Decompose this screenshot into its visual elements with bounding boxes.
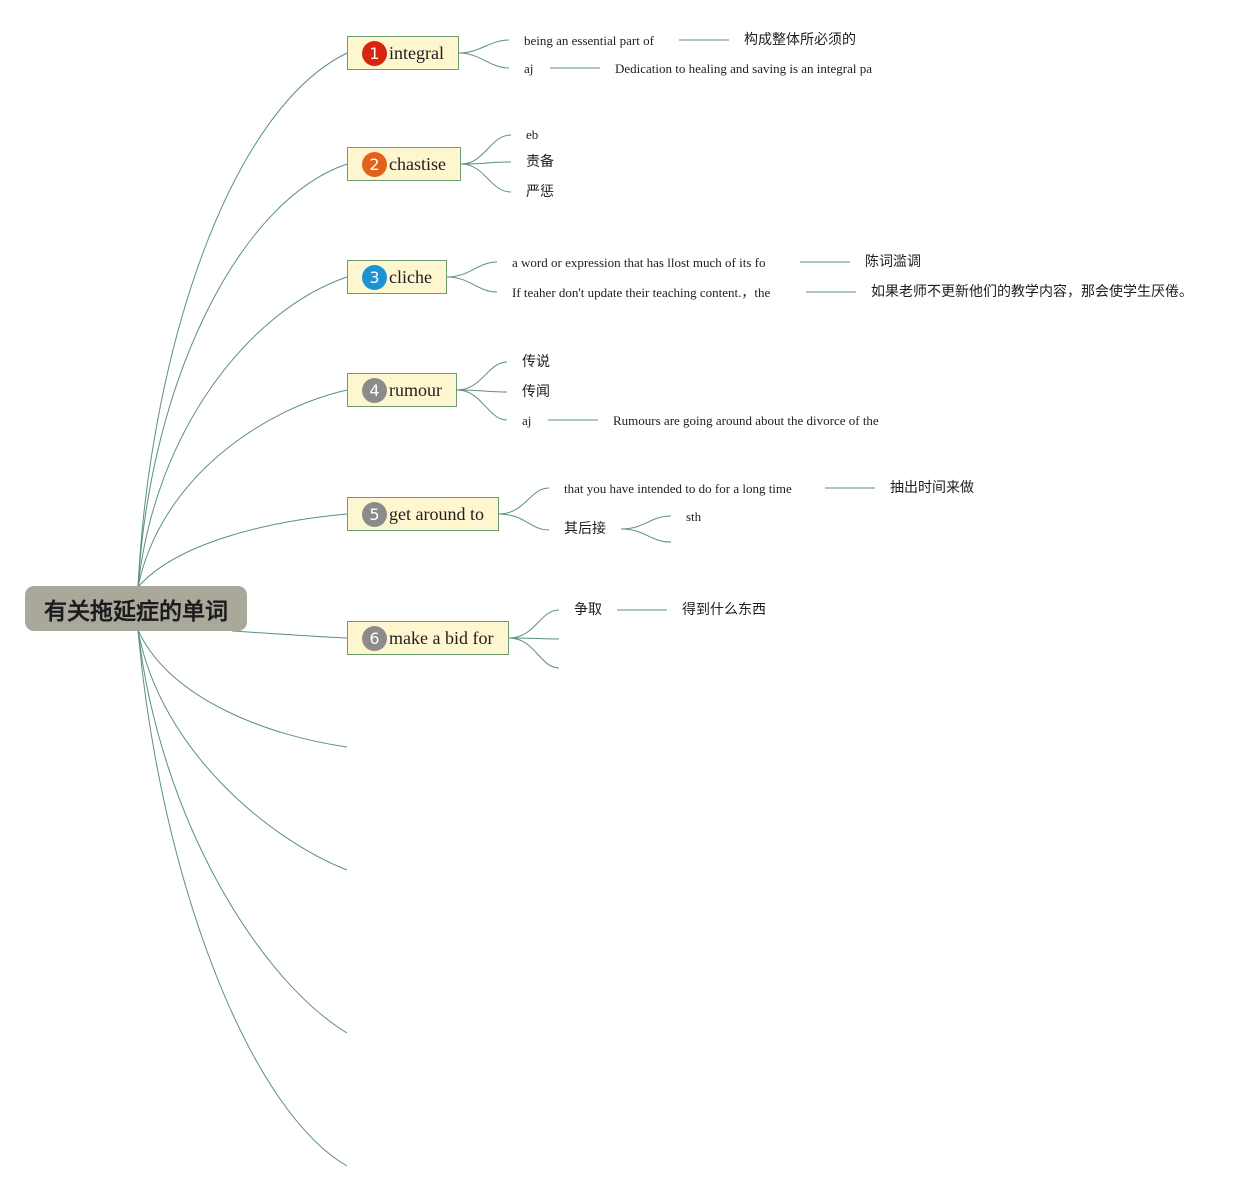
connector-t3-a [446, 261, 498, 278]
connector-t4-c [456, 389, 508, 421]
connector-t6-c [508, 637, 560, 669]
connector-root-topic-6 [231, 630, 348, 639]
topic-label: rumour [389, 379, 442, 400]
topic-integral[interactable]: 1 integral [347, 36, 459, 70]
connector-root-topic-5 [137, 513, 348, 588]
detail-translation[interactable]: 严惩 [526, 184, 554, 200]
connector-t2-c [460, 163, 512, 193]
detail-part-of-speech[interactable]: aj [524, 61, 534, 76]
topic-chastise[interactable]: 2 chastise [347, 147, 461, 181]
connector-t2-a [460, 134, 512, 165]
connector-t6-b [508, 637, 560, 640]
detail-example[interactable]: Rumours are going around about the divor… [613, 413, 879, 428]
connector-t5-a [498, 487, 550, 515]
detail-part-of-speech[interactable]: eb [526, 127, 539, 142]
connector-root-topic-1 [137, 52, 348, 588]
connector-t4-a [456, 361, 508, 391]
connector-root-empty-3 [137, 629, 348, 1034]
detail-translation[interactable]: 争取 [574, 602, 602, 618]
detail-object[interactable]: sth [686, 509, 702, 524]
detail-translation[interactable]: 构成整体所必须的 [744, 32, 856, 48]
connector-t5-b [498, 513, 550, 531]
detail-usage[interactable]: 其后接 [564, 521, 606, 537]
connector-root-topic-2 [137, 163, 348, 588]
connector-root-topic-4 [137, 389, 348, 588]
detail-part-of-speech[interactable]: aj [522, 413, 532, 428]
detail-definition[interactable]: that you have intended to do for a long … [564, 481, 792, 496]
detail-translation[interactable]: 抽出时间来做 [890, 480, 974, 496]
connector-root-topic-3 [137, 276, 348, 588]
topic-label: cliche [389, 266, 432, 287]
detail-definition[interactable]: a word or expression that has llost much… [512, 255, 766, 270]
connector-root-empty-2 [137, 629, 348, 871]
detail-definition[interactable]: being an essential part of [524, 33, 654, 48]
connector-t1-b [458, 52, 510, 69]
topic-make-a-bid-for[interactable]: 6 make a bid for [347, 621, 509, 655]
detail-translation[interactable]: 传闻 [522, 384, 550, 400]
connector-root-empty-4 [137, 629, 348, 1167]
detail-translation[interactable]: 陈词滥调 [865, 254, 921, 270]
topic-cliche[interactable]: 3 cliche [347, 260, 447, 294]
priority-3-icon: 3 [362, 264, 387, 290]
topic-label: chastise [389, 153, 446, 174]
priority-6-icon: 6 [362, 625, 387, 651]
connector-root-empty-1 [137, 629, 348, 748]
detail-translation[interactable]: 责备 [526, 154, 554, 170]
detail-example-translation[interactable]: 如果老师不更新他们的教学内容，那会使学生厌倦。 [871, 284, 1193, 300]
connector-t3-b [446, 276, 498, 293]
priority-1-icon: 1 [362, 40, 387, 66]
connector-t5-b-a [620, 515, 672, 530]
detail-translation[interactable]: 传说 [522, 354, 550, 370]
detail-example[interactable]: If teaher don't update their teaching co… [512, 285, 771, 300]
topic-get-around-to[interactable]: 5 get around to [347, 497, 499, 531]
topic-rumour[interactable]: 4 rumour [347, 373, 457, 407]
topic-label: get around to [389, 503, 484, 524]
connector-t6-a [508, 609, 560, 639]
priority-2-icon: 2 [362, 151, 387, 177]
connector-t2-b [460, 161, 512, 165]
detail-translation[interactable]: 得到什么东西 [682, 602, 766, 618]
priority-4-icon: 4 [362, 377, 387, 403]
connector-t1-a [458, 39, 510, 54]
detail-example[interactable]: Dedication to healing and saving is an i… [615, 61, 873, 76]
topic-label: make a bid for [389, 627, 494, 648]
connector-t5-b-b [620, 528, 672, 543]
topic-label: integral [389, 42, 444, 63]
central-topic[interactable]: 有关拖延症的单词 [25, 586, 247, 631]
connector-t4-b [456, 389, 508, 393]
priority-5-icon: 5 [362, 501, 387, 527]
